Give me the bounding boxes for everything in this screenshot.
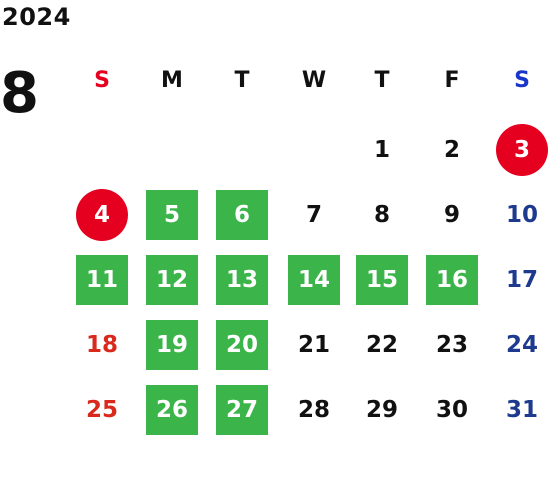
day-number: 27 bbox=[225, 397, 258, 423]
day-number: 13 bbox=[225, 267, 258, 293]
day-number: 23 bbox=[435, 332, 468, 358]
day-cell: 28 bbox=[288, 385, 340, 435]
day-cell: 21 bbox=[288, 320, 340, 370]
day-cell: 15 bbox=[356, 255, 408, 305]
weekday-header-saturday: S bbox=[514, 68, 530, 93]
day-number: 12 bbox=[155, 267, 188, 293]
day-cell: 3 bbox=[496, 124, 548, 176]
day-number: 3 bbox=[513, 137, 530, 163]
day-number: 22 bbox=[365, 332, 398, 358]
day-number: 18 bbox=[85, 332, 118, 358]
day-number: 30 bbox=[435, 397, 468, 423]
day-number: 21 bbox=[297, 332, 330, 358]
day-cell: 26 bbox=[146, 385, 198, 435]
day-number: 17 bbox=[505, 267, 538, 293]
day-cell: 16 bbox=[426, 255, 478, 305]
weekday-header-tuesday: T bbox=[234, 68, 250, 93]
day-number: 7 bbox=[305, 202, 322, 228]
day-number: 25 bbox=[85, 397, 118, 423]
day-number: 31 bbox=[505, 397, 538, 423]
day-number: 29 bbox=[365, 397, 398, 423]
day-cell: 12 bbox=[146, 255, 198, 305]
day-cell: 25 bbox=[76, 385, 128, 435]
day-cell: 4 bbox=[76, 189, 128, 241]
day-cell: 31 bbox=[496, 385, 548, 435]
day-number: 15 bbox=[365, 267, 398, 293]
day-number: 1 bbox=[373, 137, 390, 163]
holiday-circle-marker bbox=[76, 189, 128, 241]
holiday-circle-marker bbox=[496, 124, 548, 176]
day-cell: 2 bbox=[426, 125, 478, 175]
day-cell: 19 bbox=[146, 320, 198, 370]
weekday-header-thursday: T bbox=[374, 68, 390, 93]
day-cell: 17 bbox=[496, 255, 548, 305]
day-cell: 27 bbox=[216, 385, 268, 435]
day-number: 10 bbox=[505, 202, 538, 228]
weekday-header-sunday: S bbox=[94, 68, 110, 93]
day-cell: 14 bbox=[288, 255, 340, 305]
day-number: 6 bbox=[233, 202, 250, 228]
day-number: 2 bbox=[443, 137, 460, 163]
day-cell: 13 bbox=[216, 255, 268, 305]
day-number: 4 bbox=[93, 202, 110, 228]
day-cell: 18 bbox=[76, 320, 128, 370]
day-number: 20 bbox=[225, 332, 258, 358]
day-number: 14 bbox=[297, 267, 330, 293]
weekday-header-wednesday: W bbox=[301, 68, 327, 93]
day-cell: 6 bbox=[216, 190, 268, 240]
day-number: 24 bbox=[505, 332, 538, 358]
day-cell: 11 bbox=[76, 255, 128, 305]
day-cell: 10 bbox=[496, 190, 548, 240]
weekday-header-friday: F bbox=[444, 68, 460, 93]
weekday-header-monday: M bbox=[161, 68, 183, 93]
day-cell: 1 bbox=[356, 125, 408, 175]
day-cell: 7 bbox=[288, 190, 340, 240]
day-cell: 5 bbox=[146, 190, 198, 240]
day-number: 11 bbox=[85, 267, 118, 293]
day-number: 28 bbox=[297, 397, 330, 423]
day-cell: 30 bbox=[426, 385, 478, 435]
day-number: 16 bbox=[435, 267, 468, 293]
day-cell: 24 bbox=[496, 320, 548, 370]
day-cell: 9 bbox=[426, 190, 478, 240]
day-cell: 23 bbox=[426, 320, 478, 370]
day-number: 19 bbox=[155, 332, 188, 358]
calendar-year: 2024 bbox=[2, 3, 71, 31]
day-cell: 8 bbox=[356, 190, 408, 240]
calendar-month: 8 bbox=[0, 61, 39, 126]
day-number: 26 bbox=[155, 397, 188, 423]
day-cell: 20 bbox=[216, 320, 268, 370]
day-cell: 22 bbox=[356, 320, 408, 370]
day-number: 9 bbox=[443, 202, 460, 228]
day-cell: 29 bbox=[356, 385, 408, 435]
day-number: 5 bbox=[163, 202, 180, 228]
day-number: 8 bbox=[373, 202, 390, 228]
